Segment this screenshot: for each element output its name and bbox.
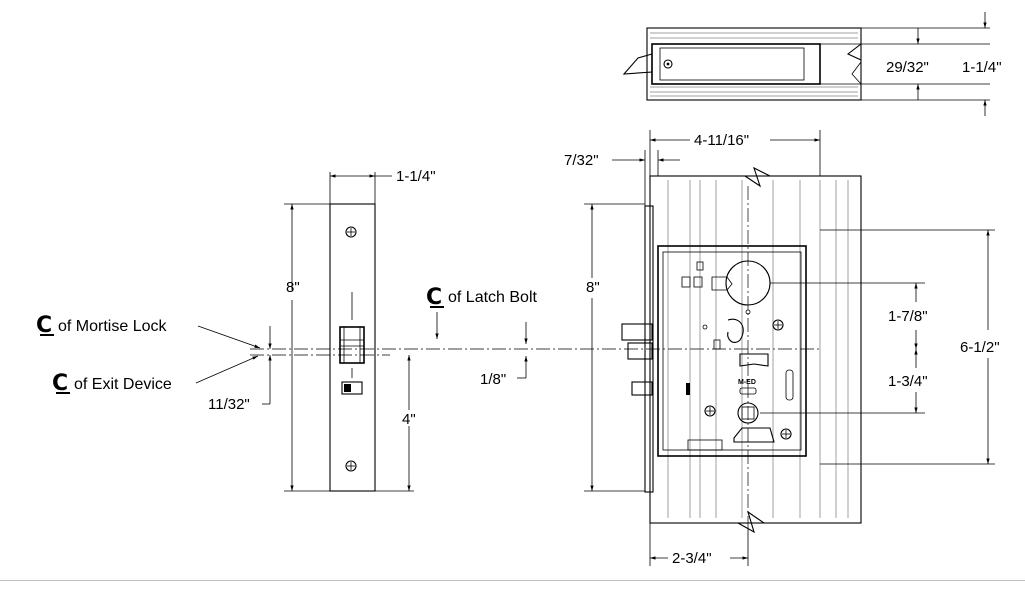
faceplate-view: 1-1/4" 8" 4" 11/32" <box>208 168 436 492</box>
dim-faceplate-height: 8" <box>286 279 300 296</box>
top-view-lock-case <box>651 43 821 85</box>
case-screw <box>772 319 784 331</box>
dim-latch-to-cylinder: 1-3/4" <box>888 373 928 390</box>
footer-divider <box>0 580 1025 581</box>
side-auxiliary-latch <box>631 381 653 396</box>
top-view-latch-bolt <box>622 53 653 75</box>
lock-case <box>657 245 807 457</box>
dim-faceplate-center-to-bottom: 4" <box>402 411 416 428</box>
dim-top-inner: 29/32" <box>886 59 929 76</box>
top-view-lock-body <box>659 47 805 81</box>
side-latch-bolt <box>621 323 653 341</box>
dim-top-outer: 1-1/4" <box>962 59 1002 76</box>
top-view-screw <box>663 59 673 69</box>
latch-lever <box>727 318 744 343</box>
dim-spindle-to-latch: 1-7/8" <box>888 308 928 325</box>
top-view-strike <box>846 43 862 61</box>
faceplate-auxiliary-latch <box>341 381 363 395</box>
door-stile <box>649 175 862 524</box>
dim-backset: 2-3/4" <box>672 550 712 567</box>
side-view: M-ED 8" 4-11/16" 7/32" <box>564 130 1000 567</box>
side-faceplate <box>644 205 654 493</box>
centerline-symbol: C <box>52 371 68 396</box>
top-view-grain <box>650 32 858 97</box>
callout-latch-bolt: C of Latch Bolt <box>426 285 538 339</box>
case-screw <box>780 428 792 440</box>
label-cl-latch-bolt: of Latch Bolt <box>448 289 538 306</box>
dim-front-offset: 7/32" <box>564 152 599 169</box>
case-mark: M-ED <box>738 379 756 386</box>
top-view: 29/32" 1-1/4" <box>622 12 1002 116</box>
label-cl-exit-device: of Exit Device <box>74 376 172 393</box>
dim-backset-overall: 4-11/16" <box>694 132 749 149</box>
faceplate <box>329 203 376 492</box>
callout-exit-device: C of Exit Device <box>52 355 259 396</box>
case-screw <box>704 405 716 417</box>
dim-faceplate-width: 1-1/4" <box>396 168 436 185</box>
dim-latch-offset-group: 1/8" <box>480 322 528 388</box>
faceplate-screw-top <box>345 226 357 238</box>
dim-case-height: 6-1/2" <box>960 339 1000 356</box>
callout-mortise-lock: C of Mortise Lock <box>36 313 261 349</box>
faceplate-latch-bolt <box>339 326 365 364</box>
label-cl-mortise-lock: of Mortise Lock <box>58 318 167 335</box>
dim-lock-height: 8" <box>586 279 600 296</box>
dim-latch-offset: 1/8" <box>480 371 506 388</box>
top-view-door-section <box>646 27 862 101</box>
door-grain <box>667 180 849 518</box>
faceplate-screw-bottom <box>345 460 357 472</box>
centerline-symbol: C <box>36 313 52 338</box>
dim-centerline-offset: 11/32" <box>208 396 250 413</box>
centerline-symbol: C <box>426 285 442 310</box>
